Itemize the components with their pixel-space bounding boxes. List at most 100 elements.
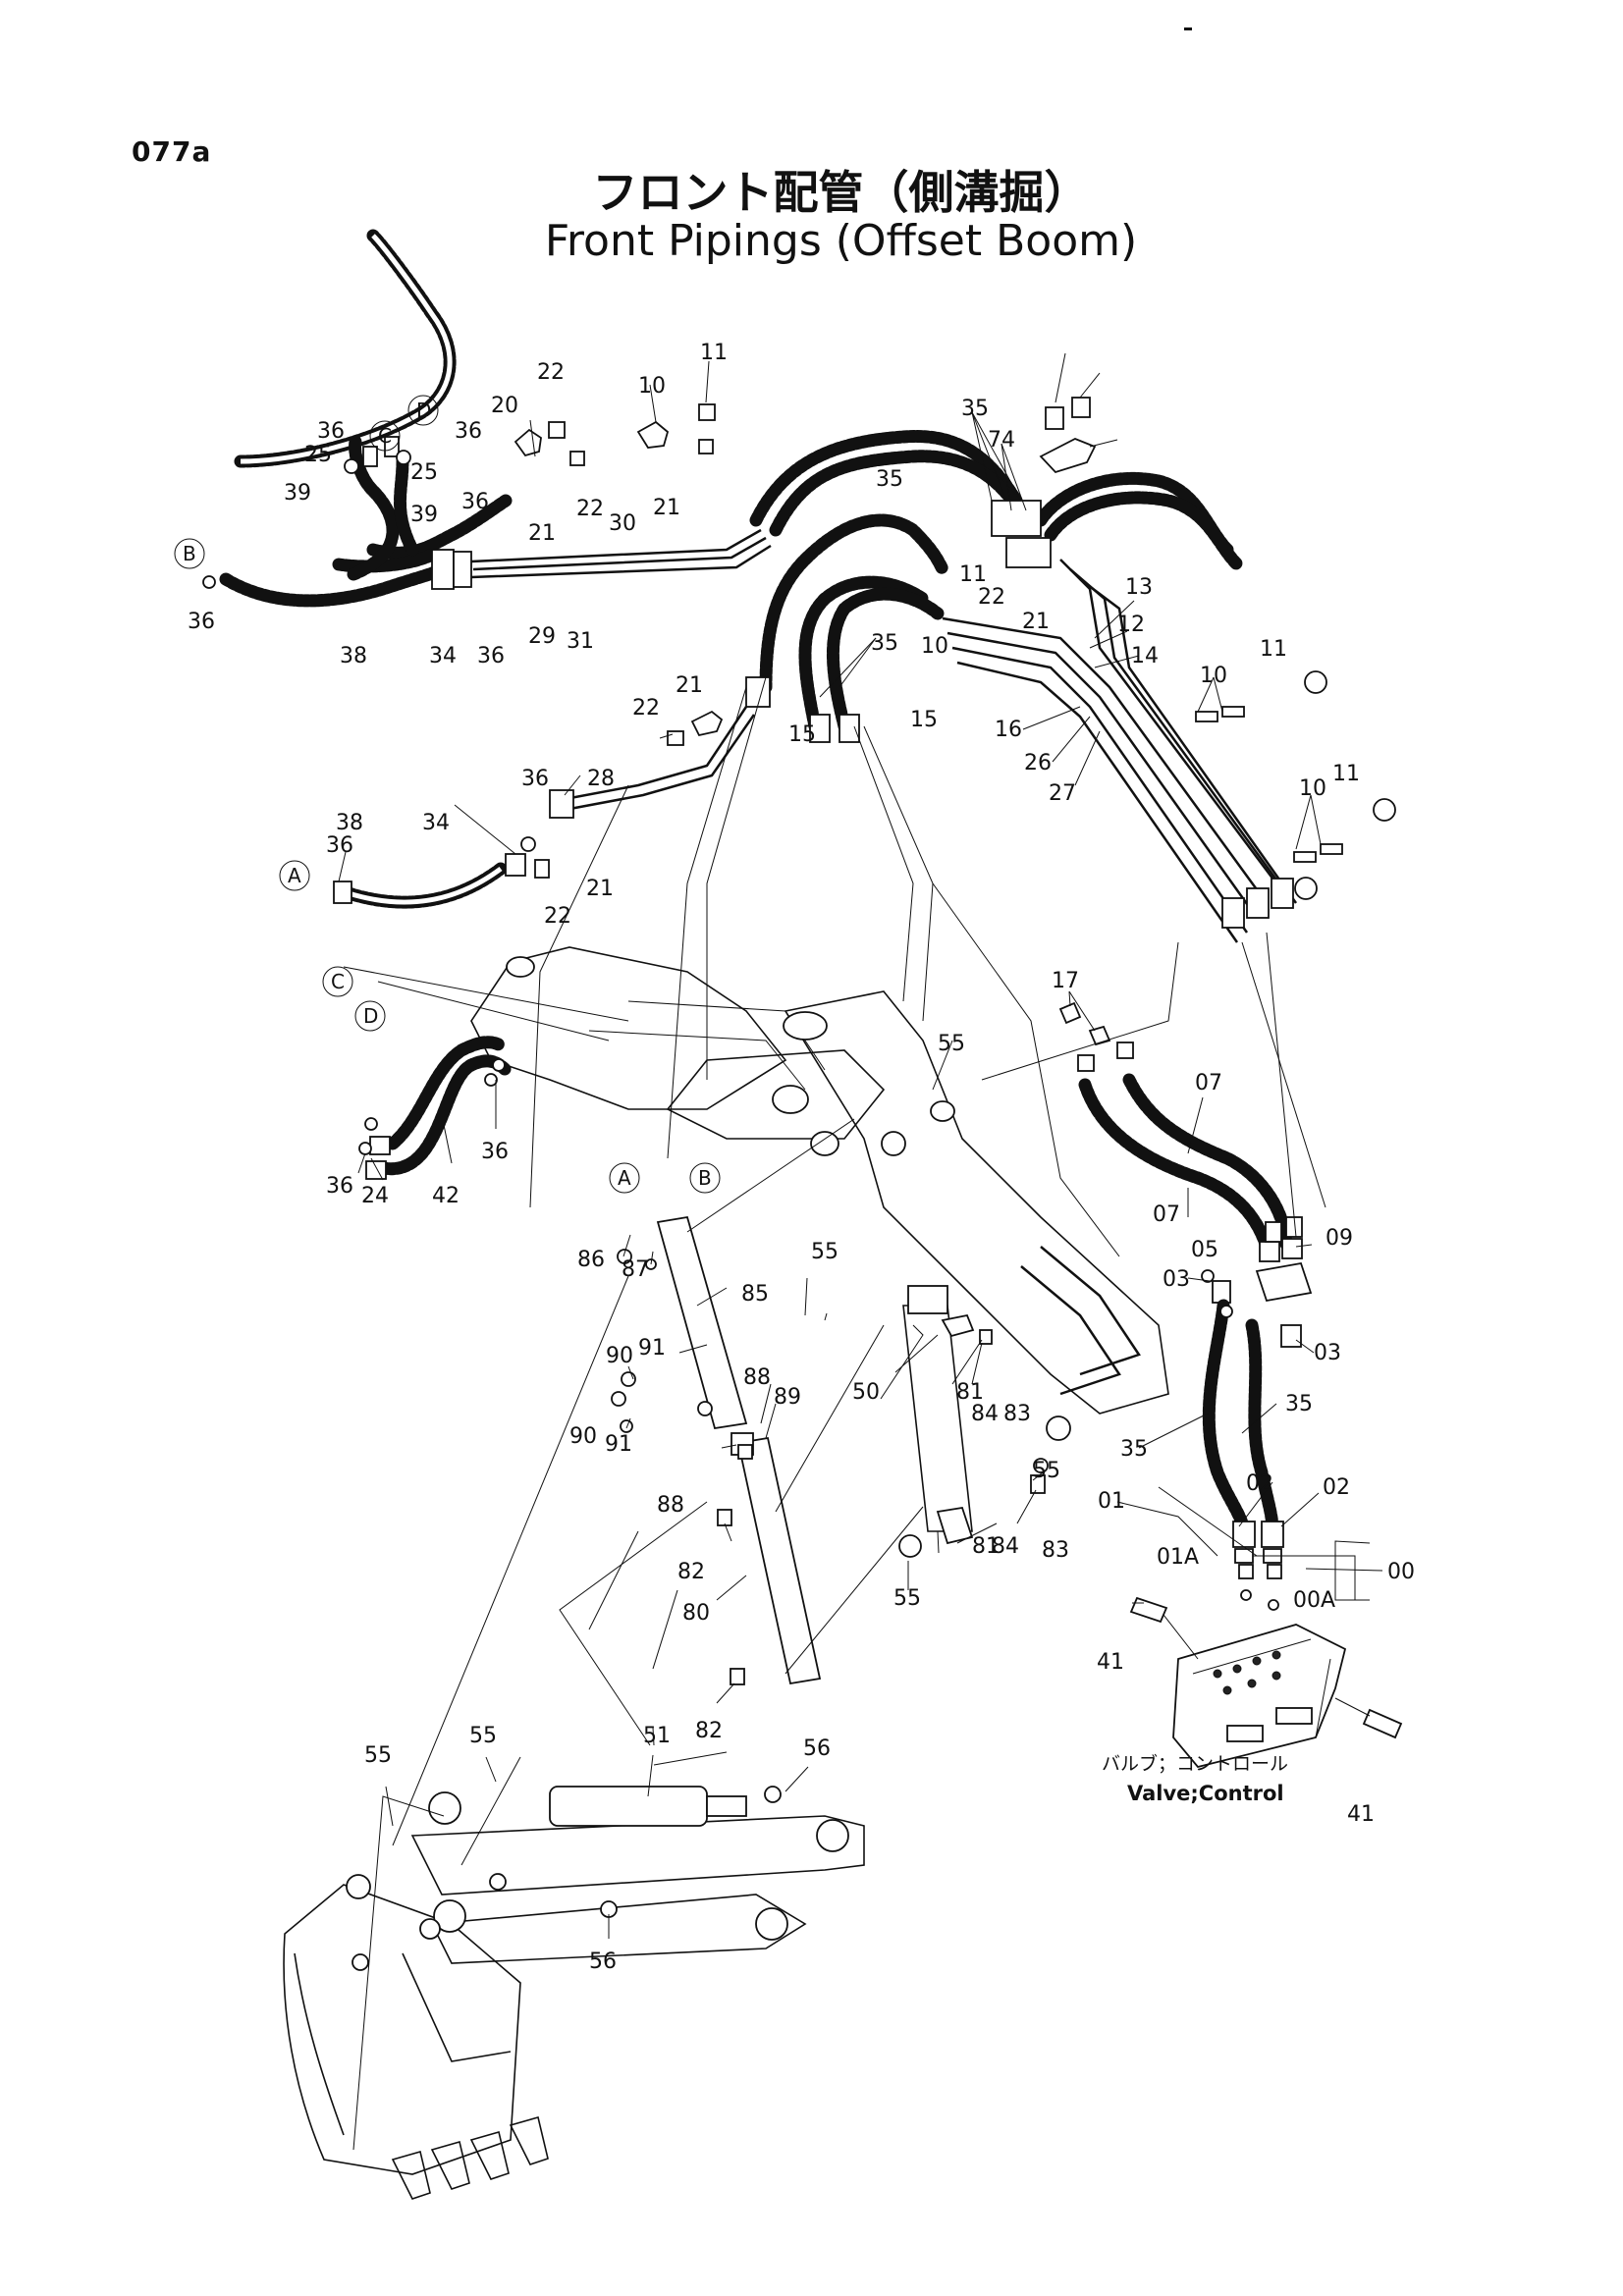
part-callout: 21 (528, 521, 556, 546)
part-callout: 21 (586, 877, 614, 901)
part-callout: 25 (304, 443, 332, 467)
valve-label-english: Valve;Control (1127, 1782, 1284, 1805)
part-callout: 88 (743, 1365, 771, 1390)
part-callout: 36 (521, 767, 549, 791)
svg-text:A: A (618, 1166, 631, 1190)
control-valve-group (1058, 1001, 1403, 1769)
part-callout: 39 (410, 503, 438, 527)
part-callout: 26 (1024, 751, 1052, 775)
part-callout: 82 (695, 1719, 723, 1743)
part-callout: 03 (1314, 1341, 1341, 1365)
part-callout: 38 (336, 811, 363, 835)
part-callout: 00 (1387, 1560, 1415, 1584)
title-english: Front Pipings (Offset Boom) (544, 216, 1138, 266)
part-callout: 55 (364, 1743, 392, 1768)
part-callout: 22 (576, 497, 604, 521)
part-callout: 11 (1332, 762, 1360, 786)
part-callout: 56 (589, 1949, 617, 1974)
part-callout: 10 (638, 374, 666, 399)
part-callout: 89 (774, 1385, 801, 1410)
leader-lines (338, 352, 1383, 2151)
part-callout: 24 (361, 1184, 389, 1208)
part-callout: 07 (1153, 1202, 1180, 1227)
part-callout: 22 (632, 696, 660, 721)
part-callout: 82 (677, 1560, 705, 1584)
part-callout: 42 (432, 1184, 460, 1208)
svg-text:D: D (363, 1004, 378, 1028)
part-callout: 83 (1003, 1402, 1031, 1426)
part-callout: 84 (992, 1534, 1019, 1559)
part-callout: 27 (1049, 781, 1076, 806)
part-callout: 15 (910, 708, 938, 732)
upper-right-pipe-group (333, 397, 1396, 943)
part-callout: 36 (188, 610, 215, 634)
part-callout: 38 (340, 644, 367, 668)
svg-text:C: C (378, 424, 392, 448)
circled-reference-b-top: B (174, 538, 205, 569)
boom-assembly (358, 946, 1169, 1441)
part-callout: 36 (481, 1140, 509, 1164)
part-callout: 81 (972, 1534, 1000, 1559)
part-callout: 31 (567, 629, 594, 654)
part-callout: 36 (455, 419, 482, 444)
upper-left-hose-group (202, 229, 772, 608)
part-callout: 10 (1200, 664, 1227, 688)
part-callout: 39 (284, 481, 311, 506)
part-callout: 80 (682, 1601, 710, 1626)
part-callout: 36 (326, 1174, 353, 1199)
part-callout: 22 (537, 360, 565, 385)
part-callouts: 11 22 10 21 20 22 21 36 25 36 25 39 39 3… (188, 341, 1415, 1974)
part-callout: 01A (1157, 1545, 1199, 1570)
part-callout: 35 (876, 467, 903, 492)
part-callout: 09 (1325, 1226, 1353, 1251)
part-callout: 22 (544, 904, 571, 929)
part-callout: 85 (741, 1282, 769, 1307)
bucket-assembly (283, 1786, 865, 2200)
part-callout: 25 (410, 460, 438, 485)
part-callout: 36 (461, 490, 489, 514)
part-callout: 88 (657, 1493, 684, 1518)
part-callout: 12 (1117, 613, 1145, 637)
part-callout: 55 (893, 1586, 921, 1611)
part-callout: 11 (959, 562, 987, 587)
part-callout: 55 (938, 1032, 965, 1056)
part-callout: 16 (995, 718, 1022, 742)
part-callout: 55 (1033, 1459, 1060, 1483)
part-callout: 36 (477, 644, 505, 668)
part-callout: 91 (638, 1336, 666, 1361)
part-callout: 50 (852, 1380, 880, 1405)
part-callout: 34 (429, 644, 457, 668)
part-callout: 15 (788, 722, 816, 747)
circled-reference-a-left: A (279, 860, 310, 891)
part-callout: 87 (622, 1257, 649, 1282)
part-callout: 30 (609, 511, 636, 536)
part-callout: 10 (921, 634, 948, 659)
part-callout: 14 (1131, 644, 1159, 668)
part-callout: 20 (491, 394, 518, 418)
part-callout: 41 (1347, 1802, 1375, 1827)
title-japanese: フロント配管（側溝掘） (592, 166, 1090, 219)
part-callout: 35 (1120, 1437, 1148, 1462)
part-callout: 84 (971, 1402, 999, 1426)
part-callout: 21 (676, 673, 703, 698)
part-callout: 05 (1191, 1238, 1218, 1262)
part-callout: 55 (811, 1240, 839, 1264)
part-callout: 02 (1246, 1471, 1273, 1496)
part-callout: 10 (1299, 776, 1326, 801)
part-callout: 01 (1098, 1489, 1125, 1514)
part-callout: 35 (1285, 1392, 1313, 1416)
part-callout: 17 (1052, 969, 1079, 993)
part-callout: 11 (700, 341, 728, 365)
part-callout: 90 (569, 1424, 597, 1449)
svg-text:A: A (288, 864, 301, 887)
circled-reference-d-top: D (407, 395, 439, 426)
part-callout: 81 (956, 1380, 984, 1405)
part-callout: 90 (606, 1344, 633, 1368)
part-callout: 07 (1195, 1071, 1222, 1095)
part-callout: 00A (1293, 1588, 1335, 1613)
part-callout: 28 (587, 767, 615, 791)
part-callout: 41 (1097, 1650, 1124, 1675)
circled-reference-c-top: C (369, 420, 401, 452)
part-callout: 35 (871, 631, 898, 656)
